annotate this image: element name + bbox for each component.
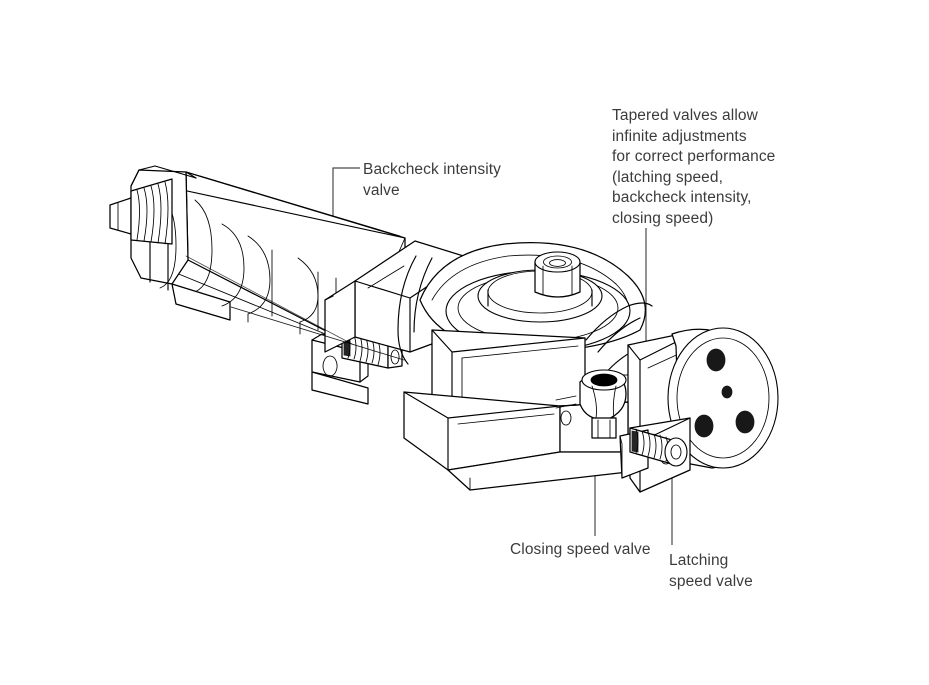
callout-backcheck-intensity-valve: Backcheck intensity valve — [363, 161, 502, 199]
pinion-boss — [419, 242, 646, 353]
callout-latching-speed-valve: Latching speed valve — [669, 552, 753, 590]
threaded-spindle-rod — [109, 178, 173, 245]
callout-tapered-valves: Tapered valves allow infinite adjustment… — [612, 107, 776, 227]
hex-spindle — [534, 251, 581, 298]
valve-port-detail — [555, 395, 577, 426]
construction-lines — [185, 255, 405, 361]
callout-closing-speed-valve: Closing speed valve — [510, 541, 651, 558]
right-end-cap — [667, 327, 779, 469]
door-closer-body — [109, 165, 779, 493]
latching-speed-valve — [629, 427, 688, 467]
closing-speed-valve — [579, 369, 627, 439]
